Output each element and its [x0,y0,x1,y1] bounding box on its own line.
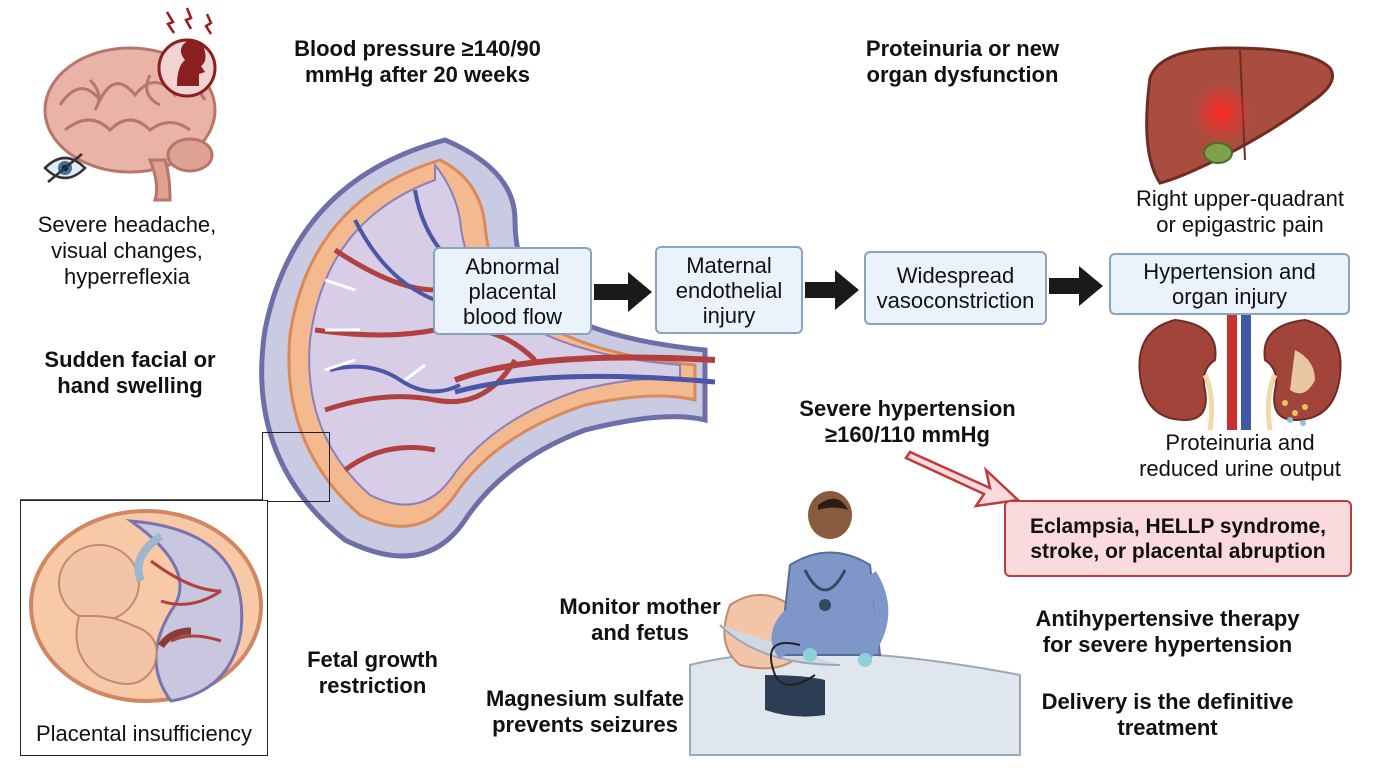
kidney-illustration [1138,315,1342,431]
liver-illustration [1145,46,1334,185]
monitor-label: Monitor mother and fetus [559,594,721,645]
eye-icon [43,153,87,183]
antihypertensive-label: Antihypertensive therapy for severe hype… [1035,606,1300,657]
nurse-patient-illustration [689,491,1021,756]
flow-arrow-1 [594,272,652,312]
swelling-label: Sudden facial or hand swelling [44,347,216,398]
flow-step-organ-injury: Hypertension and organ injury [1109,253,1350,315]
severe-hypertension-label: Severe hypertension ≥160/110 mmHg [799,396,1016,447]
flow-arrow-2 [805,270,859,310]
proteinuria-criterion: Proteinuria or new organ dysfunction [865,36,1060,87]
placenta-inset-panel: Placental insufficiency [20,500,268,756]
zoom-indicator-box [262,432,330,502]
delivery-label: Delivery is the definitive treatment [1041,689,1294,740]
flow-step-abnormal-flow: Abnormal placental blood flow [433,247,592,335]
flow-arrow-3 [1049,266,1103,306]
blood-pressure-criterion: Blood pressure ≥140/90 mmHg after 20 wee… [294,36,541,87]
complications-box: Eclampsia, HELLP syndrome, stroke, or pl… [1004,500,1352,577]
flow-step-endothelial-injury: Maternal endothelial injury [655,246,803,334]
liver-caption: Right upper-quadrant or epigastric pain [1136,186,1344,237]
magnesium-label: Magnesium sulfate prevents seizures [485,686,685,737]
brain-caption: Severe headache, visual changes, hyperre… [37,212,217,289]
flow-step-vasoconstriction: Widespread vasoconstriction [864,251,1047,325]
fetus-illustration [29,509,263,703]
kidney-caption: Proteinuria and reduced urine output [1139,430,1341,481]
fetal-growth-label: Fetal growth restriction [307,647,438,698]
placenta-inset-caption: Placental insufficiency [35,721,253,746]
headache-icon [157,7,217,98]
